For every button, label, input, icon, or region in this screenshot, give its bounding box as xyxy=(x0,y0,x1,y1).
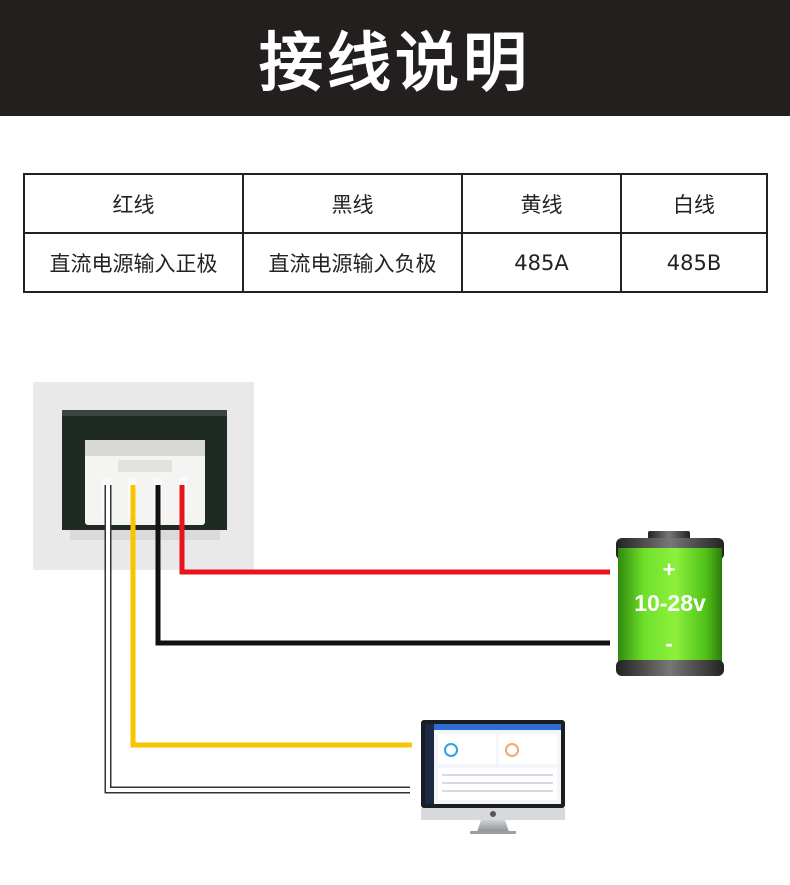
connector-photo xyxy=(33,382,254,570)
header-red-wire: 红线 xyxy=(23,173,244,234)
cell-yellow-function: 485A xyxy=(461,232,622,293)
table-row: 直流电源输入正极 直流电源输入负极 485A 485B xyxy=(23,232,768,293)
header-black-wire: 黑线 xyxy=(242,173,463,234)
battery-plus: + xyxy=(663,557,676,582)
cell-red-function: 直流电源输入正极 xyxy=(23,232,244,293)
wire-table: 红线 黑线 黄线 白线 直流电源输入正极 直流电源输入负极 485A 485B xyxy=(23,173,768,293)
black-wire xyxy=(155,485,610,646)
cell-black-function: 直流电源输入负极 xyxy=(242,232,463,293)
battery-icon xyxy=(616,531,724,676)
page-title: 接线说明 xyxy=(259,27,531,101)
table-header-row: 红线 黑线 黄线 白线 xyxy=(23,173,768,234)
yellow-wire xyxy=(130,485,412,748)
cell-white-function: 485B xyxy=(620,232,768,293)
white-wire xyxy=(104,485,410,794)
header-bar: 接线说明 xyxy=(0,0,790,116)
header-white-wire: 白线 xyxy=(620,173,768,234)
computer-monitor-icon xyxy=(421,720,565,834)
header-yellow-wire: 黄线 xyxy=(461,173,622,234)
battery-minus: - xyxy=(665,631,672,656)
red-wire xyxy=(179,485,610,575)
battery-voltage: 10-28v xyxy=(634,590,706,616)
